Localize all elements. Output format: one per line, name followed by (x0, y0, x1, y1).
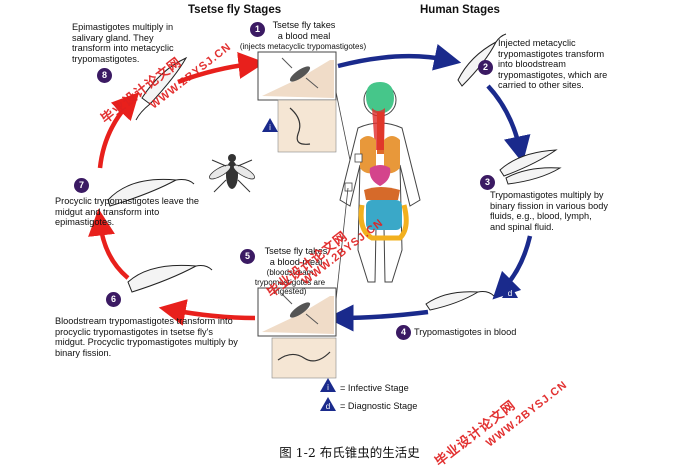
step-7-text: Procyclic trypomastigotes leave the midg… (55, 196, 199, 228)
step-1-note: (injects metacyclic trypomastigotes) (239, 42, 367, 51)
step-2-text: Injected metacyclic trypomastigotes tran… (498, 38, 608, 91)
arrow-1-to-2 (337, 44, 462, 71)
metacyclic-trypomastigote-icon (457, 33, 507, 87)
step-6-badge: 6 (106, 292, 121, 307)
step-6-text: Bloodstream trypomastigotes transform in… (55, 316, 238, 358)
tsetse-fly-icon (209, 154, 255, 193)
tsetse-stages-header: Tsetse fly Stages (188, 4, 282, 16)
bloodstream-trypomastigote-icon (127, 264, 213, 293)
step-1-text: Tsetse fly takes a blood meal (272, 20, 336, 41)
life-cycle-diagram: i d i d (88, 33, 562, 411)
step-8-text: Epimastigotes multiply in salivary gland… (72, 22, 174, 64)
step-3-badge: 3 (480, 175, 495, 190)
legend-diagnostic-icon: d (320, 397, 336, 411)
arrow-7-to-8 (97, 92, 140, 169)
step-5-text: Tsetse fly takes a blood meal (264, 246, 328, 267)
ingested-trypomastigote-image (271, 337, 337, 379)
blood-trypomastigote-icon (425, 291, 495, 311)
svg-text:d: d (326, 402, 330, 411)
arrow-5-to-6 (158, 299, 256, 326)
human-organs (344, 82, 409, 241)
tsetse-feeding-image-1 (257, 51, 337, 101)
step-5-note: (bloodstream trypomastigotes are ingeste… (254, 268, 326, 296)
step-7-badge: 7 (74, 178, 89, 193)
legend-infective-icon: i (320, 378, 336, 392)
tsetse-feeding-image-5 (257, 287, 337, 337)
legend-diagnostic-label: = Diagnostic Stage (340, 401, 418, 411)
svg-text:d: d (508, 289, 512, 298)
dividing-trypomastigote-icon (499, 149, 562, 185)
arrow-6-to-7 (88, 208, 130, 280)
step-2-badge: 2 (478, 60, 493, 75)
infective-stage-marker: i (262, 118, 278, 132)
step-4-text: Trypomastigotes in blood (414, 327, 517, 337)
epimastigote-icon (135, 56, 188, 121)
svg-text:i: i (269, 123, 271, 132)
arrow-3-to-4 (492, 235, 533, 300)
procyclic-trypomastigote-icon (107, 178, 195, 207)
step-3-text: Trypomastigotes multiply by binary fissi… (490, 190, 608, 232)
legend-infective-label: = Infective Stage (340, 383, 409, 393)
arrow-4-to-5 (326, 304, 429, 332)
arrow-8-to-1 (177, 52, 266, 85)
metacyclic-trypomastigote-image (277, 99, 337, 153)
figure-caption: 图 1-2 布氏锥虫的生活史 (279, 445, 420, 460)
human-stages-header: Human Stages (420, 4, 500, 16)
step-8-badge: 8 (97, 68, 112, 83)
step-4-badge: 4 (396, 325, 411, 340)
step-5-badge: 5 (240, 249, 255, 264)
diagnostic-stage-marker: d (502, 284, 518, 298)
svg-text:i: i (327, 383, 329, 392)
arrow-2-to-3 (486, 84, 531, 164)
step-1-badge: 1 (250, 22, 265, 37)
